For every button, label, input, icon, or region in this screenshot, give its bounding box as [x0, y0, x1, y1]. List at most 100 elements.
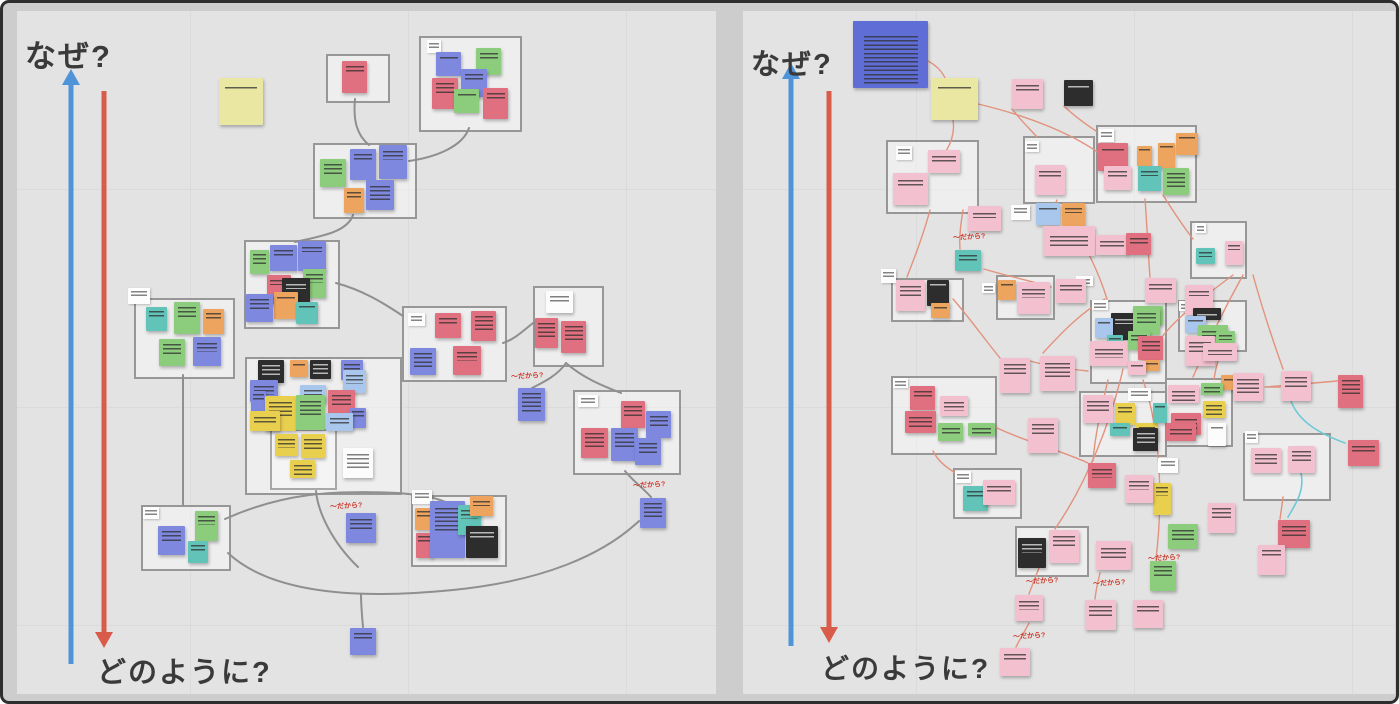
sticky-note[interactable]: [342, 61, 367, 93]
sticky-note[interactable]: [146, 307, 167, 331]
sticky-note[interactable]: [301, 434, 325, 458]
sticky-note[interactable]: [258, 360, 284, 383]
sticky-note[interactable]: [1338, 375, 1363, 408]
sticky-note[interactable]: [1168, 524, 1198, 549]
sticky-note[interactable]: [1000, 358, 1030, 393]
sticky-note[interactable]: [453, 346, 481, 375]
frame-title-note[interactable]: [1025, 141, 1039, 152]
sticky-note[interactable]: [1278, 520, 1310, 548]
sticky-note[interactable]: [174, 302, 200, 334]
sticky-note[interactable]: [581, 428, 608, 458]
sticky-note[interactable]: [635, 438, 661, 465]
sticky-note[interactable]: [1153, 403, 1167, 423]
connector-line[interactable]: [977, 103, 1100, 154]
connector-line[interactable]: [1015, 622, 1030, 648]
sticky-note[interactable]: [250, 411, 280, 431]
sticky-note[interactable]: [344, 188, 364, 213]
sticky-note[interactable]: [1035, 165, 1065, 195]
sticky-note[interactable]: [203, 309, 224, 334]
sticky-note[interactable]: [1085, 600, 1116, 630]
sticky-note[interactable]: [158, 526, 185, 555]
connector-line[interactable]: [959, 209, 964, 250]
how-axis-label[interactable]: どのように?: [821, 653, 991, 684]
sticky-note[interactable]: [1012, 79, 1043, 109]
sticky-note[interactable]: [296, 395, 325, 430]
sticky-note[interactable]: [379, 145, 407, 179]
sticky-note[interactable]: [910, 386, 935, 410]
why-axis-label[interactable]: なぜ?: [751, 49, 833, 81]
connector-line[interactable]: [1279, 496, 1284, 520]
frame-title-note[interactable]: [1099, 129, 1114, 142]
sticky-note[interactable]: [1036, 203, 1060, 225]
connector-line[interactable]: [353, 98, 370, 146]
group-frame[interactable]: [326, 54, 390, 103]
sticky-note[interactable]: [251, 391, 266, 413]
how-axis-down-arrow-icon[interactable]: [820, 91, 838, 643]
frame-title-note[interactable]: [1245, 431, 1258, 443]
sticky-note[interactable]: [483, 88, 508, 119]
sticky-note[interactable]: [274, 292, 298, 319]
sticky-note[interactable]: [298, 241, 326, 271]
sticky-note[interactable]: [1125, 475, 1153, 503]
sticky-note[interactable]: [1288, 446, 1315, 473]
connector-line[interactable]: [1011, 108, 1038, 138]
connector-line[interactable]: [952, 298, 1001, 359]
sticky-note[interactable]: [1095, 318, 1113, 338]
connector-line[interactable]: [1162, 194, 1194, 240]
frame-title-note[interactable]: [427, 40, 441, 53]
sticky-note[interactable]: [927, 280, 949, 306]
sticky-note[interactable]: [1208, 423, 1226, 446]
connector-line[interactable]: [624, 470, 652, 498]
connector-line[interactable]: [408, 127, 470, 162]
sticky-note[interactable]: [1107, 335, 1123, 345]
sticky-note[interactable]: [416, 533, 433, 558]
sticky-note[interactable]: [1196, 248, 1215, 264]
frame-title-note[interactable]: [1158, 458, 1178, 473]
sticky-note[interactable]: [1090, 341, 1128, 366]
handwritten-annotation[interactable]: 〜だから?: [1092, 579, 1126, 588]
why-axis-up-arrow-icon[interactable]: [782, 63, 800, 646]
sticky-note[interactable]: [1133, 600, 1163, 628]
sticky-note[interactable]: [1163, 168, 1189, 195]
sticky-note[interactable]: [290, 360, 308, 377]
sticky-note[interactable]: [188, 541, 208, 563]
connector-line[interactable]: [1290, 400, 1346, 444]
connector-line[interactable]: [1287, 472, 1303, 518]
sticky-note[interactable]: [250, 250, 269, 274]
sticky-note[interactable]: [968, 423, 995, 436]
sticky-note[interactable]: [1018, 538, 1046, 568]
handwritten-annotation[interactable]: 〜だから?: [952, 233, 986, 242]
sticky-note[interactable]: [350, 628, 376, 655]
sticky-note[interactable]: [275, 434, 298, 456]
sticky-note[interactable]: [561, 321, 586, 353]
sticky-note[interactable]: [436, 52, 461, 76]
sticky-note[interactable]: [646, 411, 671, 438]
sticky-note[interactable]: [1203, 401, 1225, 418]
connector-line[interactable]: [932, 450, 958, 475]
connector-line[interactable]: [1213, 360, 1219, 380]
sticky-note[interactable]: [1166, 423, 1196, 441]
sticky-note[interactable]: [1168, 385, 1199, 403]
handwritten-annotation[interactable]: 〜だから?: [1025, 577, 1059, 586]
sticky-note[interactable]: [1176, 133, 1198, 155]
handwritten-annotation[interactable]: 〜だから?: [1147, 554, 1181, 563]
how-axis-down-arrow-icon[interactable]: [95, 91, 113, 648]
sticky-note[interactable]: [983, 480, 1015, 505]
sticky-note[interactable]: [1201, 383, 1223, 395]
connector-line[interactable]: [224, 491, 451, 520]
sticky-note[interactable]: [1281, 371, 1311, 401]
connector-line[interactable]: [531, 362, 567, 389]
sticky-note[interactable]: [1096, 541, 1131, 570]
why-axis-label[interactable]: なぜ?: [25, 39, 112, 74]
sticky-note[interactable]: [346, 513, 376, 543]
connector-line[interactable]: [294, 214, 354, 243]
frame-title-note[interactable]: [128, 288, 150, 304]
handwritten-annotation[interactable]: 〜だから?: [1012, 632, 1046, 641]
connector-line[interactable]: [565, 362, 622, 394]
sticky-note[interactable]: [350, 149, 376, 180]
frame-title-note[interactable]: [143, 507, 159, 519]
sticky-note[interactable]: [893, 173, 928, 205]
sticky-note[interactable]: [1115, 403, 1135, 425]
sticky-note[interactable]: [1133, 428, 1158, 451]
sticky-note[interactable]: [640, 498, 666, 528]
